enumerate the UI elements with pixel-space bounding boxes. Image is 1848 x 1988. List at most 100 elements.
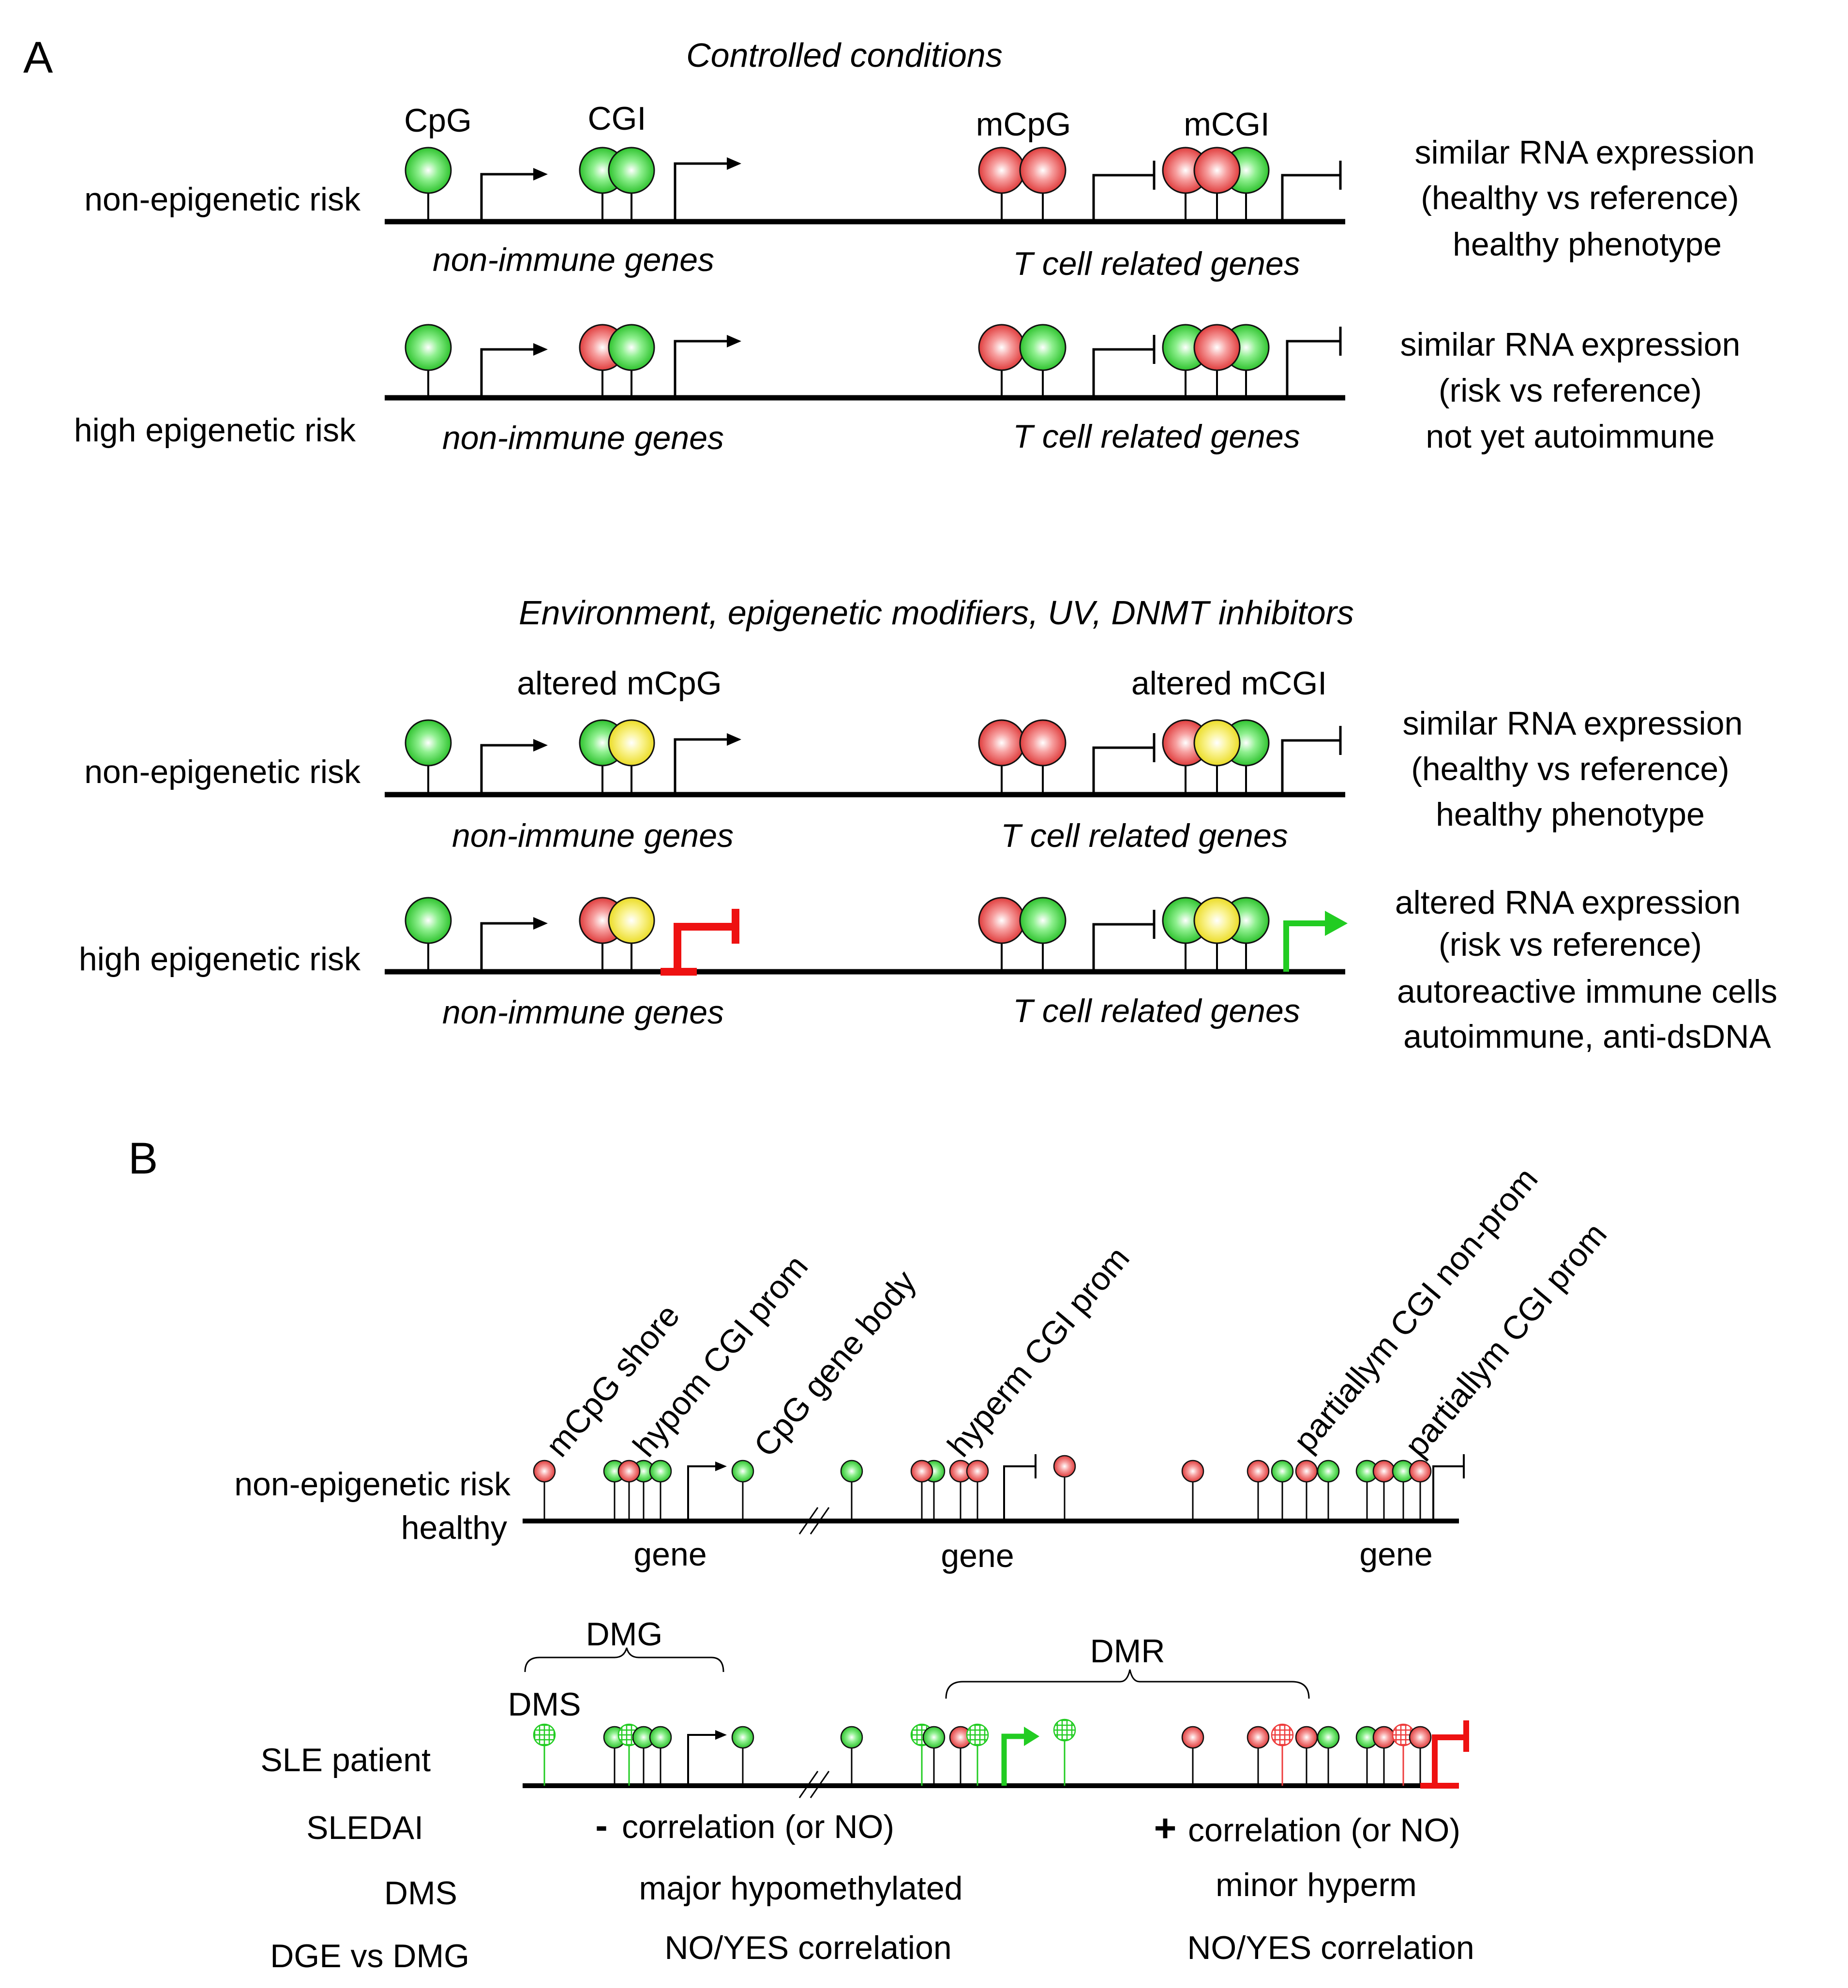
bottom-condition-title: Environment, epigenetic modifiers, UV, D… bbox=[519, 594, 1354, 632]
arrowhead-icon bbox=[727, 733, 741, 746]
arrowhead-icon bbox=[727, 335, 741, 347]
hypomethylated-dms-icon bbox=[533, 1723, 556, 1747]
unmethylated-cpg-icon bbox=[649, 1460, 672, 1483]
dge-left-value: NO/YES correlation bbox=[664, 1929, 951, 1966]
unmethylated-cpg-icon bbox=[1317, 1460, 1340, 1483]
promoter-blocked-icon bbox=[1281, 161, 1342, 222]
unmethylated-cpg-icon bbox=[731, 1460, 754, 1483]
gene-label-3: gene bbox=[1359, 1536, 1432, 1573]
altered-cpg-icon bbox=[608, 897, 655, 944]
methylated-cpg-icon bbox=[978, 324, 1025, 371]
promoter-arrow-icon bbox=[480, 173, 535, 222]
outcome-row2-line2: (risk vs reference) bbox=[1439, 372, 1702, 409]
unmethylated-cpg-icon bbox=[405, 324, 452, 371]
methylated-cpg-icon bbox=[1247, 1460, 1270, 1483]
altered-cpg-icon bbox=[1193, 719, 1241, 767]
dms-label: DMS bbox=[508, 1686, 581, 1723]
outcome-row4-line1: altered RNA expression bbox=[1395, 884, 1741, 921]
methylated-cpg-icon bbox=[1372, 1460, 1396, 1483]
methylated-cpg-icon bbox=[1019, 147, 1067, 194]
unmethylated-cpg-icon bbox=[840, 1460, 863, 1483]
methylated-cpg-icon bbox=[1193, 324, 1241, 371]
non-immune-genes-row1: non-immune genes bbox=[433, 241, 714, 278]
arrowhead-icon bbox=[533, 739, 548, 752]
arrowhead-icon bbox=[533, 343, 548, 356]
unmethylated-cpg-icon bbox=[1271, 1460, 1294, 1483]
methylated-cpg-icon bbox=[978, 719, 1025, 767]
hypermethylated-dms-icon bbox=[1271, 1723, 1294, 1747]
promoter-arrow-icon bbox=[687, 1465, 716, 1521]
dmg-brace bbox=[524, 1647, 724, 1672]
label-cgi: CGI bbox=[588, 100, 646, 137]
sle-patient-label: SLE patient bbox=[260, 1742, 431, 1778]
dms-left-value: major hypomethylated bbox=[639, 1870, 962, 1907]
methylated-cpg-icon bbox=[1181, 1460, 1204, 1483]
gap-break-icon bbox=[798, 1507, 830, 1535]
unmethylated-cpg-icon bbox=[1019, 324, 1067, 371]
rotated-label-partiallym-non-prom: partiallym CGI non-prom bbox=[1286, 1160, 1545, 1459]
promoter-arrow-icon bbox=[687, 1734, 716, 1786]
arrowhead-icon bbox=[715, 1461, 727, 1471]
methylated-cpg-icon bbox=[617, 1460, 641, 1483]
outcome-row2-line3: not yet autoimmune bbox=[1426, 418, 1714, 455]
methylated-cpg-icon bbox=[1372, 1726, 1396, 1749]
methylated-cpg-icon bbox=[978, 147, 1025, 194]
risk-label-row1: non-epigenetic risk bbox=[84, 181, 361, 218]
t-cell-genes-row3: T cell related genes bbox=[1001, 817, 1288, 854]
unmethylated-cpg-icon bbox=[1317, 1726, 1340, 1749]
panel-b-sle-sites bbox=[533, 1718, 1432, 1749]
unmethylated-cpg-icon bbox=[922, 1726, 946, 1749]
dmr-label: DMR bbox=[1090, 1633, 1165, 1670]
arrowhead-icon bbox=[715, 1730, 727, 1740]
t-cell-genes-row4: T cell related genes bbox=[1013, 993, 1300, 1029]
dms-right-value: minor hyperm bbox=[1216, 1867, 1417, 1903]
panel-a-cpg-sites bbox=[405, 147, 1270, 944]
unmethylated-cpg-icon bbox=[608, 324, 655, 371]
gene-label-2: gene bbox=[941, 1537, 1014, 1574]
outcome-row3-line2: (healthy vs reference) bbox=[1411, 751, 1729, 787]
outcome-row4-line4: autoimmune, anti-dsDNA bbox=[1403, 1018, 1771, 1055]
outcome-row4-line2: (risk vs reference) bbox=[1439, 926, 1702, 963]
arrowhead-icon bbox=[727, 157, 741, 170]
sledai-right-value: correlation (or NO) bbox=[1188, 1812, 1460, 1849]
promoter-blocked-icon bbox=[1092, 733, 1156, 795]
panel-b-graphics bbox=[523, 1454, 1469, 1798]
sledai-left-value: correlation (or NO) bbox=[622, 1808, 894, 1845]
panel-b-healthy-sites bbox=[533, 1455, 1432, 1483]
promoter-blocked-icon bbox=[1003, 1454, 1037, 1521]
arrowhead-icon bbox=[1024, 1727, 1039, 1746]
promoter-blocked-icon bbox=[1092, 335, 1156, 398]
hypomethylated-dms-icon bbox=[1053, 1718, 1076, 1742]
top-condition-title: Controlled conditions bbox=[686, 36, 1003, 74]
unmethylated-cpg-icon bbox=[405, 147, 452, 194]
outcome-row4-line3: autoreactive immune cells bbox=[1397, 973, 1777, 1010]
promoter-arrow-icon bbox=[480, 744, 535, 795]
promoter-arrow-icon bbox=[480, 348, 535, 398]
methylated-cpg-icon bbox=[910, 1460, 933, 1483]
healthy-label-line1: non-epigenetic risk bbox=[234, 1466, 511, 1503]
outcome-row3-line3: healthy phenotype bbox=[1436, 796, 1705, 833]
methylated-cpg-icon bbox=[1053, 1455, 1076, 1478]
table-row-dms-label: DMS bbox=[384, 1875, 457, 1912]
risk-label-row2: high epigenetic risk bbox=[74, 412, 356, 449]
label-cpg: CpG bbox=[404, 102, 472, 139]
repressed-promoter-icon bbox=[1420, 1720, 1469, 1789]
arrowhead-icon bbox=[533, 917, 548, 930]
dge-right-value: NO/YES correlation bbox=[1187, 1929, 1474, 1966]
unmethylated-cpg-icon bbox=[405, 719, 452, 767]
unmethylated-cpg-icon bbox=[608, 147, 655, 194]
sledai-right-sign: + bbox=[1154, 1807, 1177, 1850]
promoter-arrow-icon bbox=[674, 738, 728, 795]
rotated-label-hyperm-cgi-prom: hyperm CGI prom bbox=[940, 1240, 1137, 1464]
methylated-cpg-icon bbox=[1247, 1726, 1270, 1749]
non-immune-genes-row3: non-immune genes bbox=[452, 817, 734, 854]
altered-cpg-icon bbox=[1193, 897, 1241, 944]
dmg-label: DMG bbox=[586, 1616, 663, 1653]
risk-label-row3: non-epigenetic risk bbox=[84, 753, 361, 790]
methylated-cpg-icon bbox=[978, 897, 1025, 944]
label-altered-mcgi: altered mCGI bbox=[1131, 665, 1327, 702]
outcome-row1-line2: (healthy vs reference) bbox=[1421, 180, 1739, 216]
methylated-cpg-icon bbox=[1181, 1726, 1204, 1749]
hypomethylated-dms-icon bbox=[966, 1723, 989, 1747]
